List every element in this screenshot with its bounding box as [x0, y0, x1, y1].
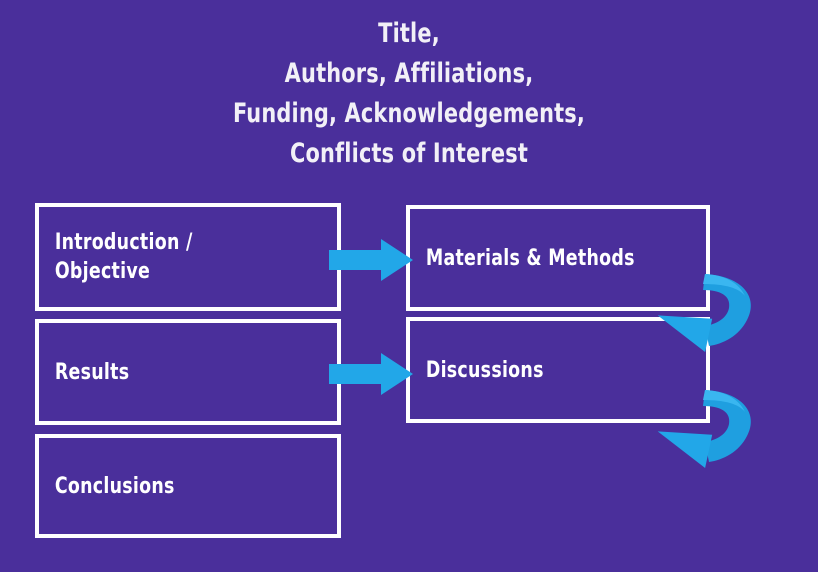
header-line-authors-affiliations: Authors, Affiliations, — [284, 58, 534, 89]
flow-box-materials-methods-label: Materials & Methods — [425, 245, 635, 271]
flow-box-materials-methods[interactable]: Materials & Methods — [406, 205, 710, 311]
header-line-funding-acknowledgements: Funding, Acknowledgements, — [232, 98, 586, 129]
flow-box-results-label: Results — [54, 359, 130, 385]
arrow-right-icon-introduction-to-materials — [329, 239, 413, 281]
flow-box-conclusions-label: Conclusions — [54, 473, 175, 499]
flow-box-discussions-label: Discussions — [425, 357, 544, 383]
header-line-conflicts-of-interest: Conflicts of Interest — [289, 138, 529, 169]
header-line-title: Title, — [378, 18, 440, 49]
arrow-right-icon-results-to-discussions — [329, 353, 413, 395]
flow-box-discussions[interactable]: Discussions — [406, 317, 710, 423]
flow-box-introduction-label: Introduction / Objective — [54, 230, 193, 284]
poster-header-block: Title, Authors, Affiliations, Funding, A… — [57, 14, 760, 174]
flow-box-introduction[interactable]: Introduction / Objective — [35, 203, 341, 311]
flow-box-results[interactable]: Results — [35, 319, 341, 425]
flow-box-conclusions[interactable]: Conclusions — [35, 434, 341, 538]
